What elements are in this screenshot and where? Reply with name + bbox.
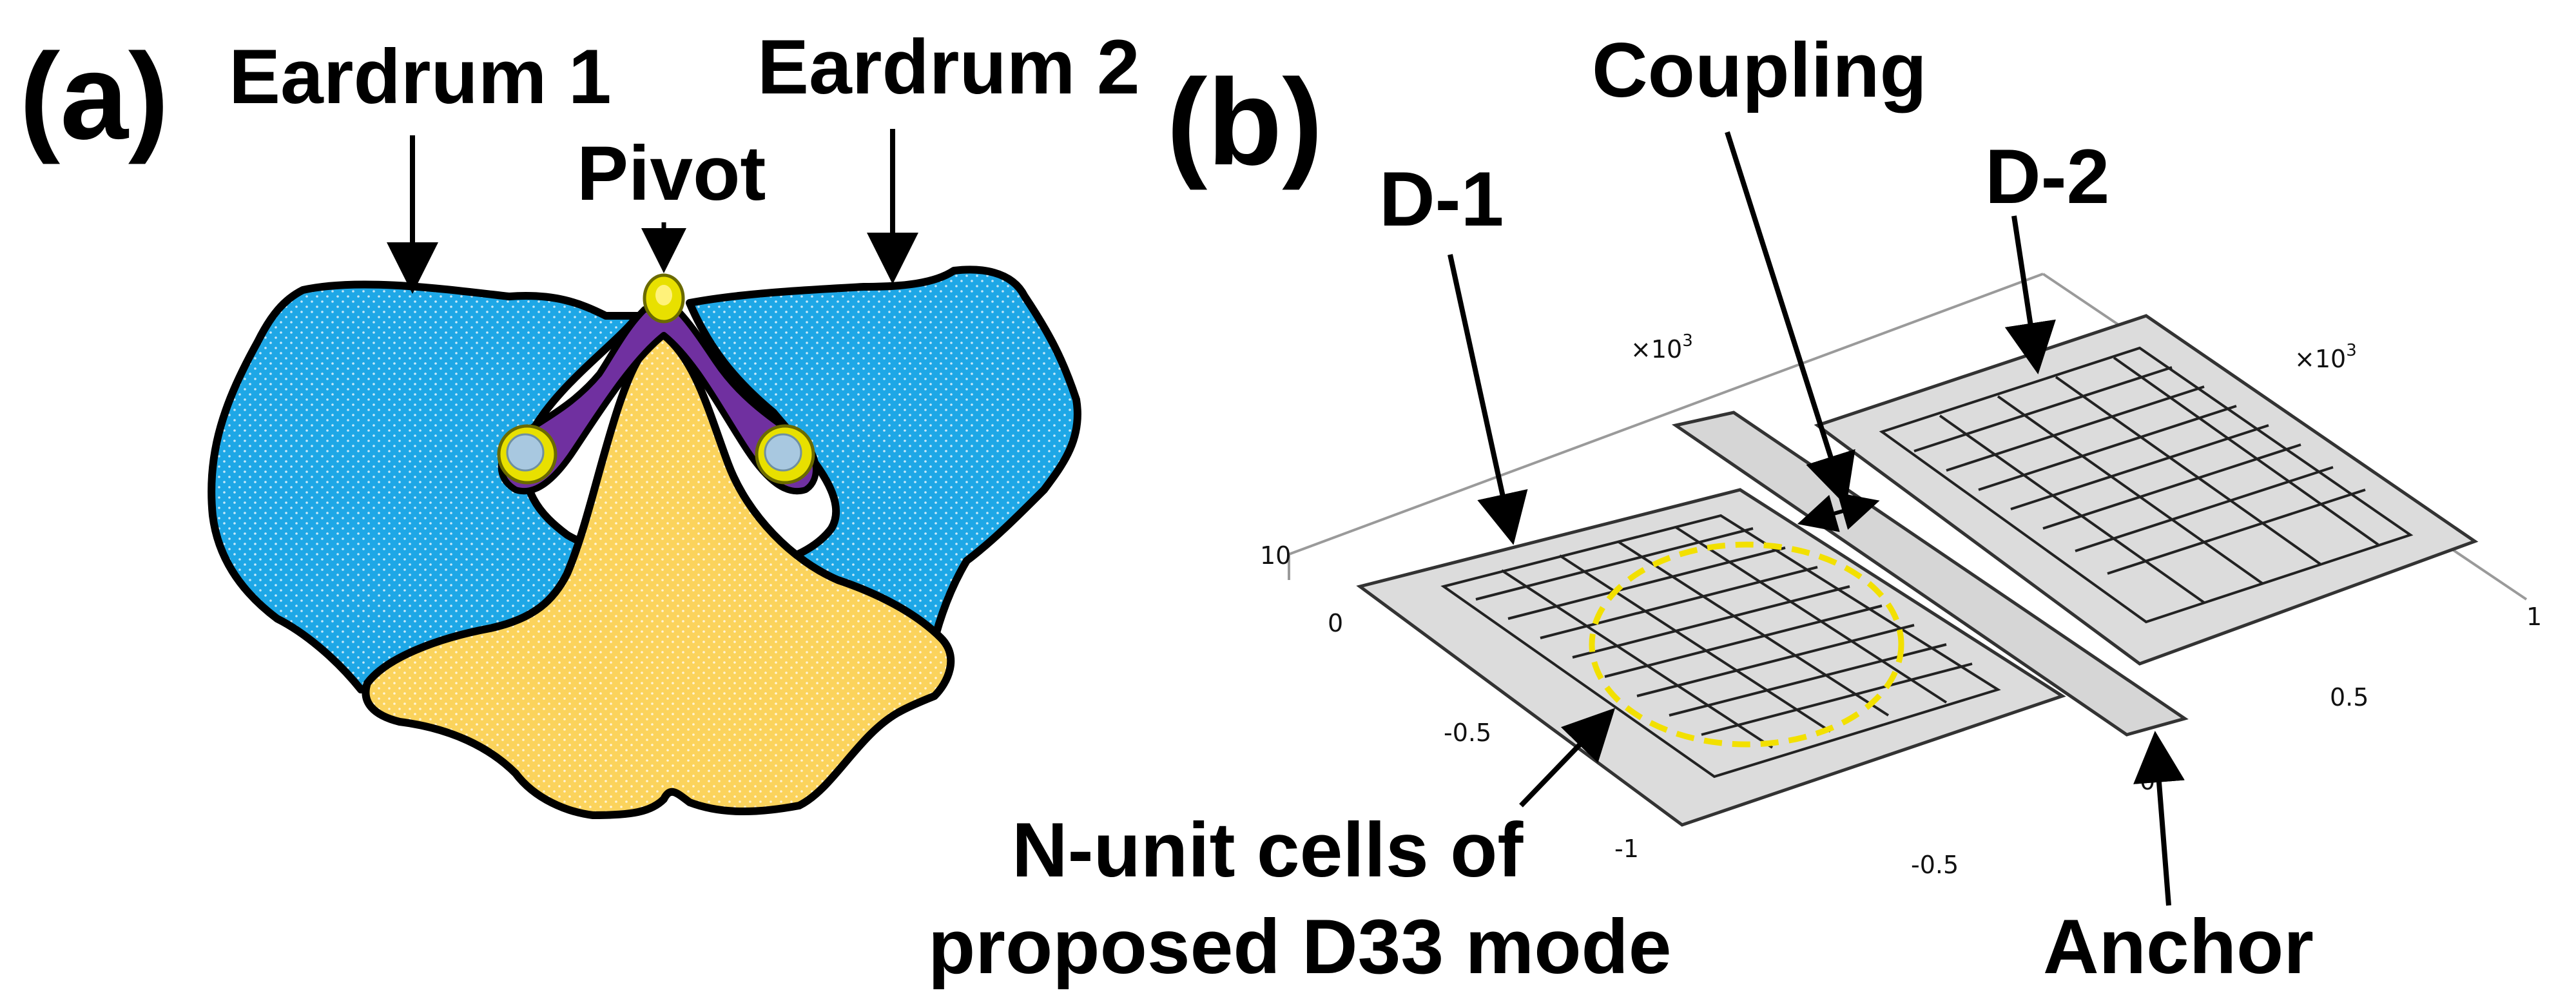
panel-b-label: (b) (1167, 54, 1323, 191)
eardrum-2-label: Eardrum 2 (757, 24, 1140, 110)
eardrum-1-label: Eardrum 1 (229, 34, 612, 120)
cells-label-line1: N-unit cells of (1012, 807, 1524, 893)
right-joint (755, 424, 815, 485)
unit-cells-highlight (1589, 541, 1904, 748)
left-joint (497, 424, 557, 485)
anchor-arrow (2133, 731, 2185, 906)
anchor-label: Anchor (2043, 904, 2314, 990)
d1-label: D-1 (1379, 156, 1504, 242)
tick-05-right: 0.5 (2330, 683, 2368, 711)
coupling-arrow (1725, 131, 1855, 507)
panel-a: (a) Eardrum 1 Eardrum 2 Pivot (19, 24, 1140, 819)
d2-unit-cells (1879, 346, 2414, 624)
coupling-double-arrow (1797, 492, 1880, 532)
tick-neg1: -1 (1614, 835, 1639, 863)
d2-arrow (2004, 215, 2056, 374)
tick-0-left: 0 (1328, 609, 1343, 637)
d1-unit-cells (1440, 514, 2001, 779)
cells-arrow (1519, 708, 1616, 808)
pivot-joint (643, 273, 685, 324)
body-shape (362, 331, 955, 819)
d2-label: D-2 (1985, 133, 2109, 220)
coupling-label: Coupling (1592, 27, 1927, 113)
tick-neg05-bottom: -0.5 (1911, 851, 1959, 879)
pivot-label: Pivot (577, 130, 766, 217)
tick-1-right: 1 (2526, 603, 2542, 631)
d1-arrow (1448, 254, 1528, 545)
panel-b: (b) (928, 27, 2542, 990)
tick-left-scale: ×103 (1631, 331, 1693, 363)
tick-10: 10 (1260, 541, 1291, 570)
tick-neg05-left: -0.5 (1444, 719, 1491, 747)
tick-right-scale: ×103 (2294, 341, 2357, 373)
panel-a-label: (a) (19, 28, 169, 165)
tick-0-bottom: 0 (2140, 767, 2155, 795)
cells-label-line2: proposed D33 mode (928, 904, 1672, 990)
